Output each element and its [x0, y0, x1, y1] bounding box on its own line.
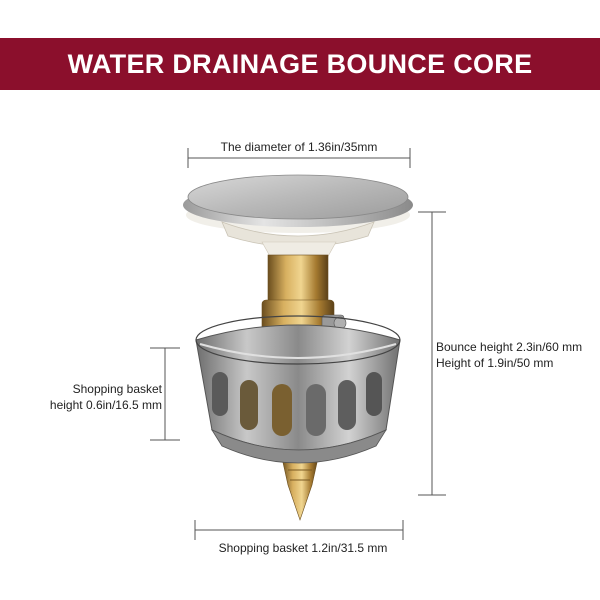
basket-width-label: Shopping basket 1.2in/31.5 mm: [218, 541, 388, 555]
bounce-height-label: Bounce height 2.3in/60 mm Height of 1.9i…: [436, 339, 582, 371]
banner-title: WATER DRAINAGE BOUNCE CORE: [67, 48, 533, 79]
drain-plug: [183, 174, 413, 521]
basket-height-label: Shopping basket height 0.6in/16.5 mm: [30, 381, 162, 413]
basket-height-dimension: [150, 347, 180, 441]
basket-height-line-1: Shopping basket: [72, 382, 162, 396]
diameter-label: The diameter of 1.36in/35mm: [220, 140, 378, 154]
bounce-height-line-2: Height of 1.9in/50 mm: [436, 356, 554, 370]
bounce-height-line-1: Bounce height 2.3in/60 mm: [436, 340, 583, 354]
basket-width-dimension: [194, 520, 404, 540]
diameter-dimension: [187, 148, 411, 168]
title-banner: WATER DRAINAGE BOUNCE CORE: [0, 38, 600, 90]
basket-height-line-2: height 0.6in/16.5 mm: [49, 398, 162, 412]
bounce-height-dimension: [418, 211, 446, 496]
